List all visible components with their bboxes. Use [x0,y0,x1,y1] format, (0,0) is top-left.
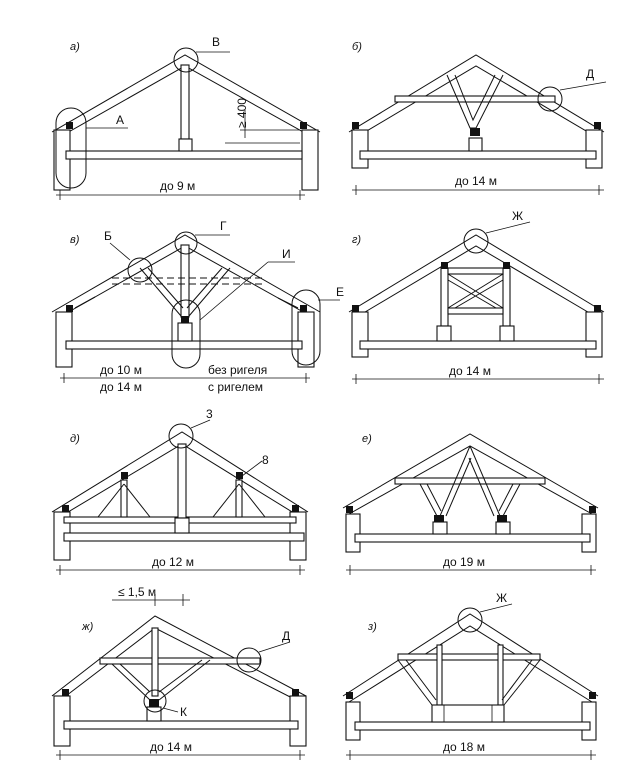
panel-v-letter: в) [70,234,80,246]
panel-v-span-1: до 10 м [100,363,142,377]
panel-a-letter: а) [70,41,80,53]
panel-b-letter: б) [352,41,362,53]
panel-e-letter: е) [362,433,372,445]
panel-v-mark-b: Б [104,229,112,243]
panel-v-mark-g: Г [220,219,227,233]
panel-g: г) Ж до 14 м [348,209,605,384]
panel-z-letter: з) [367,621,377,633]
panel-zh: ж) ≤ 1,5 м Д К до 14 м [51,585,307,760]
panel-e-span: до 19 м [443,555,485,569]
panel-a: а) ≥ 400 А В до 9 м [51,35,321,200]
panel-d-span: до 12 м [152,555,194,569]
panel-b-span: до 14 м [455,174,497,188]
panel-zh-max-dim: ≤ 1,5 м [118,585,156,599]
panel-a-mark-v: В [212,35,220,49]
panel-z-span: до 18 м [443,740,485,754]
panel-zh-mark-d: Д [282,629,290,643]
panel-d: д) 3 8 до 12 м [51,407,309,575]
panel-d-mark-8: 8 [262,453,269,467]
panel-z: з) Ж до 18 м [342,591,599,760]
panel-v-mark-i: И [282,247,291,261]
panel-v-note-1: без ригеля [208,363,267,377]
panel-b: б) Д до 14 м [348,41,607,195]
panel-z-mark-zh: Ж [496,591,507,605]
panel-a-min-dim: ≥ 400 [235,98,249,128]
panel-v-span-2: до 14 м [100,380,142,394]
panel-d-mark-3: 3 [206,407,213,421]
panel-g-span: до 14 м [449,364,491,378]
panel-g-letter: г) [352,234,361,246]
panel-d-letter: д) [70,433,80,445]
panel-v-note-2: с ригелем [208,380,263,394]
panel-zh-mark-k: К [180,705,187,719]
panel-zh-letter: ж) [81,621,94,633]
panel-v: в) Б Г И Е [51,219,344,394]
panel-a-mark-a: А [116,113,124,127]
panel-e: е) до 19 м [342,433,599,575]
panel-g-mark-zh: Ж [512,209,523,223]
panel-b-mark-d: Д [586,67,594,81]
panel-zh-span: до 14 м [150,740,192,754]
panel-v-mark-e: Е [336,285,344,299]
panel-a-span: до 9 м [160,179,195,193]
